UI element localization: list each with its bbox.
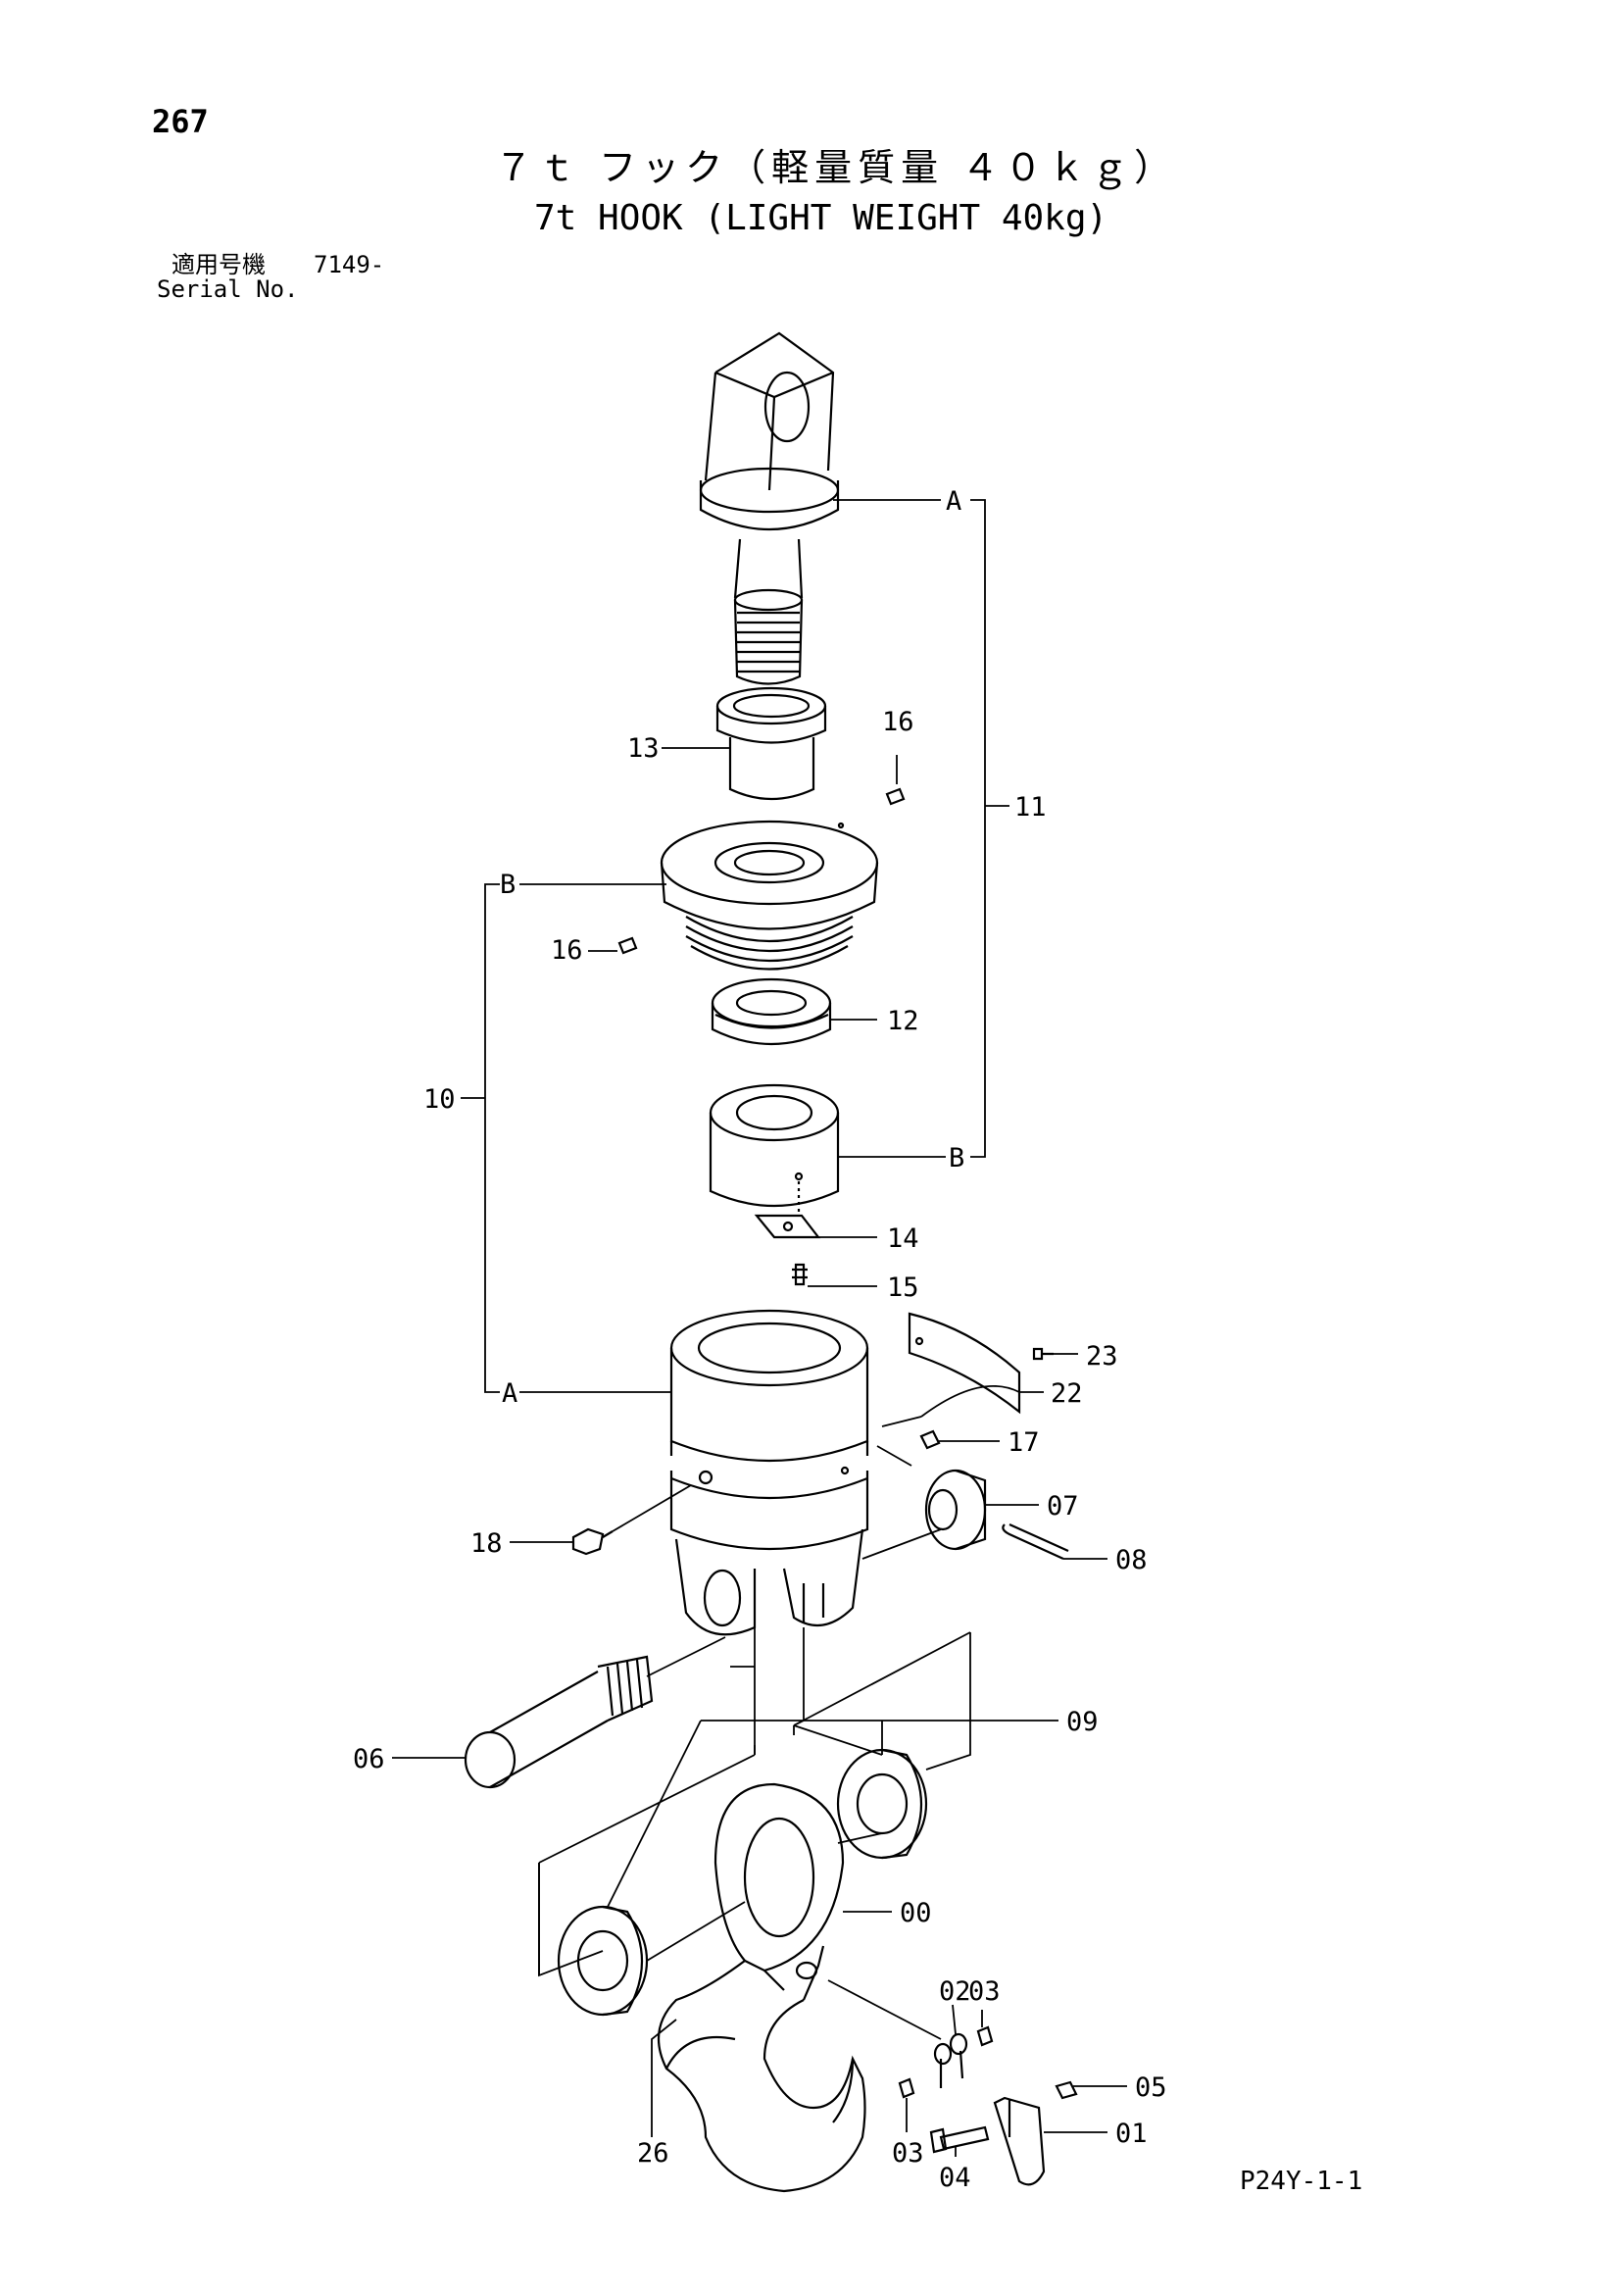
label-part-22: 22 (1051, 1378, 1083, 1409)
spring-part-02 (933, 2032, 968, 2088)
label-part-17: 17 (1008, 1427, 1040, 1458)
set-screw-part-16 (617, 787, 906, 955)
serial-label-japanese: 適用号機 (172, 251, 266, 278)
collar-part-13 (715, 686, 827, 801)
label-part-02: 02 (939, 1976, 971, 2007)
grease-nipple-part-18 (571, 1527, 614, 1556)
bearing-housing-part (660, 820, 879, 971)
lock-plate-part-14 (754, 1214, 821, 1239)
leader-lines (392, 499, 1127, 2157)
label-part-08: 08 (1115, 1545, 1148, 1575)
bushing-part-09 (557, 1748, 928, 2017)
label-part-26: 26 (637, 2138, 669, 2169)
label-part-16-top: 16 (882, 707, 914, 737)
latch-part-01 (993, 2096, 1046, 2186)
callout-labels: A 11 13 16 B 16 12 10 B 14 15 23 A 22 17… (353, 486, 1167, 2193)
label-A-top: A (946, 486, 961, 517)
label-part-09: 09 (1066, 1707, 1099, 1737)
label-part-14: 14 (887, 1223, 919, 1254)
pin-part-06 (464, 1655, 654, 1789)
title-english: 7t HOOK (LIGHT WEIGHT 40kg) (534, 198, 1108, 238)
label-B-right: B (949, 1143, 964, 1173)
page-number: 267 (152, 103, 209, 140)
label-part-03-bottom: 03 (892, 2138, 924, 2169)
label-B-left: B (500, 870, 516, 900)
label-part-11: 11 (1014, 792, 1047, 823)
label-part-18: 18 (470, 1528, 503, 1559)
serial-label-english: Serial No. (157, 275, 299, 303)
label-part-05: 05 (1135, 2072, 1167, 2103)
label-part-06: 06 (353, 1744, 385, 1774)
thrust-bearing-part-12 (711, 977, 832, 1046)
serial-number-value: 7149- (314, 251, 385, 278)
label-part-23: 23 (1086, 1341, 1118, 1372)
label-part-07: 07 (1047, 1491, 1079, 1522)
bolt-part-04 (929, 2125, 990, 2154)
plug-part-17 (919, 1429, 941, 1450)
collar-part-03 (898, 2025, 994, 2099)
castle-nut-part-07 (924, 1469, 987, 1551)
label-part-10: 10 (423, 1084, 456, 1115)
title-japanese: ７ｔ フック（軽量質量 ４０ｋｇ） (495, 146, 1178, 189)
hook-block-part (699, 331, 840, 685)
label-part-03-top: 03 (968, 1976, 1001, 2007)
label-A-bottom: A (502, 1378, 517, 1409)
label-part-13: 13 (627, 733, 660, 764)
label-part-00: 00 (900, 1898, 932, 1928)
cotter-pin-part-08 (1002, 1522, 1069, 1561)
label-part-15: 15 (887, 1273, 919, 1303)
crosshead-body-part (669, 1309, 869, 1636)
cover-part-22 (908, 1312, 1021, 1415)
hook-nut-part (709, 1083, 840, 1216)
label-part-16-left: 16 (551, 935, 583, 966)
label-part-04: 04 (939, 2163, 971, 2193)
hook-part-00 (657, 1782, 866, 2193)
label-part-12: 12 (887, 1006, 919, 1036)
label-part-01: 01 (1115, 2119, 1148, 2149)
screw-part-23 (1032, 1347, 1054, 1361)
bolt-part-15 (792, 1263, 808, 1286)
nut-part-05 (1055, 2080, 1078, 2100)
page-code: P24Y-1-1 (1240, 2167, 1363, 2196)
